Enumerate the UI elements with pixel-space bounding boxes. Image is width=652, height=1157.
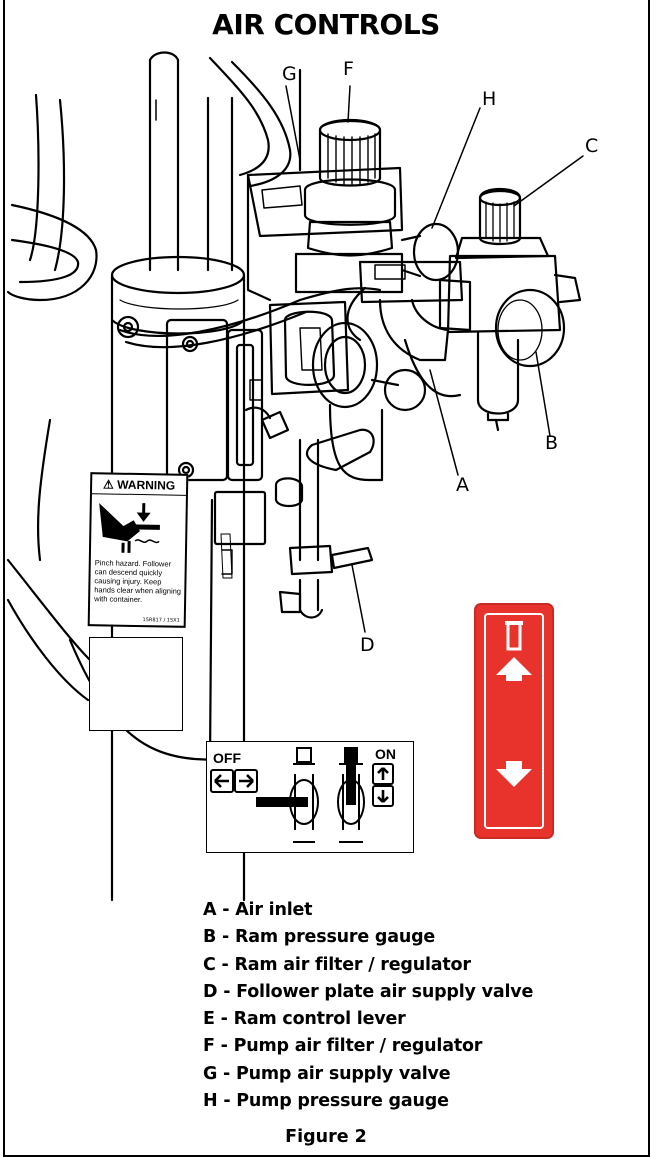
ram-control-label-border (484, 613, 544, 829)
legend-item: H - Pump pressure gauge (203, 1091, 449, 1112)
legend-item: E - Ram control lever (203, 1009, 406, 1030)
down-arrow-icon (372, 785, 394, 807)
bg-curve (28, 93, 40, 262)
warning-code: 15R817 / 15X1 (142, 617, 180, 624)
hose (208, 56, 270, 177)
rod (206, 96, 234, 272)
hose (230, 60, 292, 188)
figure-caption: Figure 2 (285, 1127, 367, 1147)
parts-legend: A - Air inlet B - Ram pressure gauge C -… (203, 897, 533, 1115)
figure-frame (3, 0, 650, 1157)
warning-text: Pinch hazard. Follower can descend quick… (94, 558, 182, 605)
bg-curve (6, 558, 92, 662)
ram-control-label (474, 603, 554, 839)
callout-h: H (482, 88, 497, 110)
bg-curve (53, 98, 66, 272)
leader-g (285, 85, 301, 161)
bg-curve (6, 598, 90, 702)
bg-ring (10, 238, 80, 284)
warning-heading: ⚠ WARNING (91, 474, 187, 496)
pinch-hazard-icon (99, 503, 160, 553)
legend-item: C - Ram air filter / regulator (203, 954, 471, 975)
legend-item: F - Pump air filter / regulator (203, 1036, 483, 1057)
warning-label: ⚠ WARNING Pinch hazard. Follower can des… (87, 472, 189, 628)
leader-f (347, 85, 351, 123)
callout-b: B (545, 432, 559, 454)
down-arrow-icon (496, 761, 532, 787)
legend-item: B - Ram pressure gauge (203, 927, 436, 948)
up-arrow-icon (372, 763, 394, 785)
rod-top (148, 51, 180, 62)
callout-d: D (360, 634, 375, 656)
container-icon (505, 621, 523, 651)
leader-a (429, 369, 459, 476)
legend-item: A - Air inlet (203, 900, 313, 920)
leader-b (535, 351, 551, 437)
leader-c (513, 155, 584, 207)
legend-item: G - Pump air supply valve (203, 1063, 451, 1084)
bg-curve (36, 418, 52, 562)
callout-c: C (585, 135, 599, 157)
left-arrow-icon (210, 769, 234, 793)
ram-arrows (496, 621, 532, 787)
legend-item: D - Follower plate air supply valve (203, 981, 534, 1002)
leader-h (431, 107, 481, 229)
on-label: ON (375, 746, 396, 762)
rod (148, 58, 180, 272)
bg-ring (6, 203, 98, 302)
valve-diagram-art (210, 747, 394, 843)
valve-position-diagram: OFF ON (206, 741, 414, 853)
page-title: AIR CONTROLS (212, 8, 440, 41)
callout-g: G (282, 63, 297, 85)
up-arrow-icon (496, 657, 532, 681)
callout-f: F (343, 58, 354, 80)
blank-label (89, 637, 183, 731)
right-arrow-icon (234, 769, 258, 793)
leader-d (351, 564, 366, 633)
off-label: OFF (213, 750, 241, 766)
callout-a: A (456, 474, 469, 496)
